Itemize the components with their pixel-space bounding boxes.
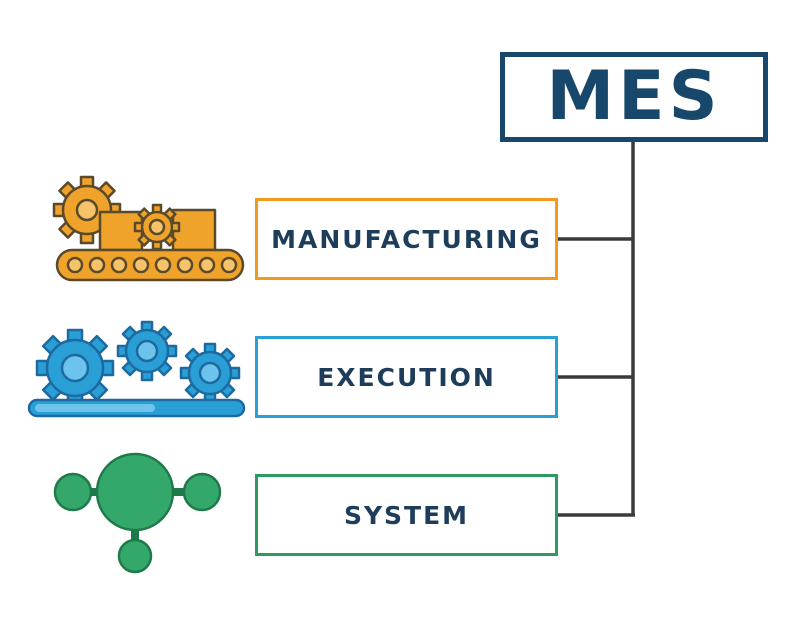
system-box: SYSTEM: [255, 474, 558, 556]
conveyor-gear-icon: [52, 175, 245, 282]
execution-box: EXECUTION: [255, 336, 558, 418]
manufacturing-box: MANUFACTURING: [255, 198, 558, 280]
network-nodes-icon: [53, 452, 222, 574]
execution-label: EXECUTION: [317, 362, 496, 392]
system-label: SYSTEM: [343, 500, 470, 530]
mes-title: MES: [546, 57, 722, 136]
manufacturing-label: MANUFACTURING: [271, 224, 542, 254]
gears-icon: [27, 320, 246, 418]
mes-title-box: MES: [500, 52, 768, 142]
